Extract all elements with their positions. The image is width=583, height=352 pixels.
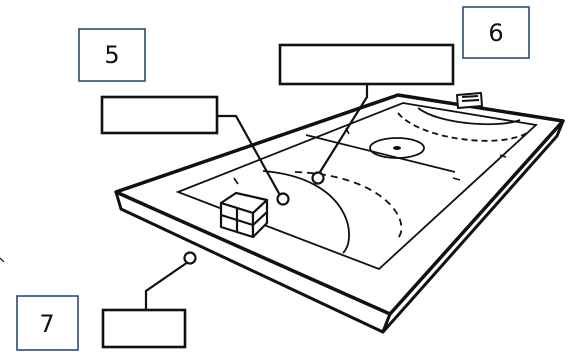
callout-5-leader bbox=[218, 114, 282, 198]
callout-6-marker bbox=[311, 171, 325, 185]
court-surface bbox=[114, 93, 565, 316]
playing-area-lines bbox=[175, 102, 538, 271]
substitution-tick bbox=[499, 154, 507, 158]
callout-5-marker bbox=[276, 192, 290, 206]
number-label-5: 5 bbox=[104, 41, 119, 69]
edge-fragment bbox=[0, 257, 5, 263]
near-goal-area-line bbox=[262, 170, 350, 254]
centre-spot bbox=[393, 146, 401, 150]
far-goal bbox=[456, 92, 483, 109]
halfway-line bbox=[305, 134, 456, 173]
centre-circle bbox=[369, 137, 425, 159]
number-box-7 bbox=[16, 295, 79, 351]
callout-6-leader bbox=[319, 84, 369, 173]
number-label-7: 7 bbox=[39, 310, 54, 338]
callout-7-leader bbox=[144, 261, 189, 310]
number-box-6 bbox=[462, 6, 530, 59]
answer-box-5[interactable] bbox=[100, 95, 219, 135]
near-goal bbox=[219, 191, 269, 239]
substitution-tick bbox=[233, 177, 239, 185]
callout-7-marker bbox=[183, 251, 197, 265]
far-free-throw-line bbox=[397, 112, 531, 142]
answer-box-6[interactable] bbox=[278, 43, 455, 86]
far-goal-area-line bbox=[417, 107, 521, 126]
answer-box-7[interactable] bbox=[101, 308, 187, 349]
number-label-6: 6 bbox=[488, 19, 503, 47]
substitution-tick bbox=[452, 177, 461, 181]
number-box-5 bbox=[78, 28, 146, 82]
